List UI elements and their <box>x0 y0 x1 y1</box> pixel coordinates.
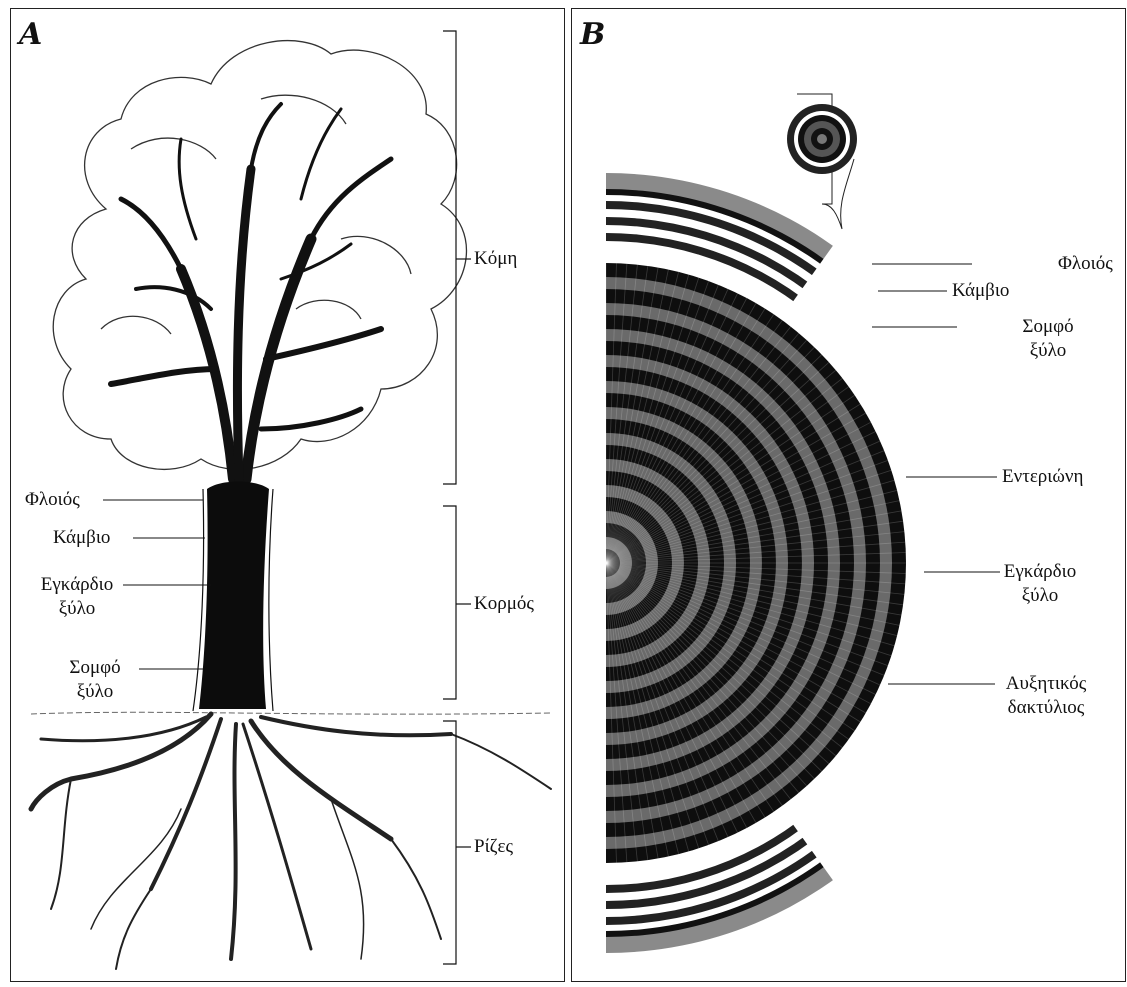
label-a-heartwood-1: Εγκάρδιο <box>31 573 123 597</box>
label-crown: Κόμη <box>474 247 517 271</box>
tree-branches <box>111 104 391 479</box>
label-b-heartwood-1: Εγκάρδιο <box>990 560 1090 584</box>
label-a-sapwood-2: ξύλο <box>51 680 139 704</box>
label-a-cambium: Κάμβιο <box>53 526 110 550</box>
tree-roots <box>31 714 551 969</box>
panel-a-tree: A Κόμη Κορμός Ρίζες Φλοιός Κάμβιο Εγκάρδ… <box>10 8 565 982</box>
tree-trunk <box>199 482 269 710</box>
label-b-growth-ring-1: Αυξητικός <box>987 672 1105 696</box>
label-b-heartwood-2: ξύλο <box>990 584 1090 608</box>
ground-line <box>31 712 551 714</box>
label-b-sapwood-2: ξύλο <box>1008 339 1088 363</box>
panel-b-letter: B <box>580 17 605 52</box>
panel-a-letter: A <box>19 17 42 52</box>
label-b-cambium: Κάμβιο <box>952 279 1009 303</box>
growth-rings <box>606 173 1001 953</box>
label-roots: Ρίζες <box>474 835 513 859</box>
label-a-heartwood-2: ξύλο <box>31 597 123 621</box>
cross-section-illustration <box>572 9 1125 981</box>
label-b-pith: Εντεριώνη <box>1002 465 1083 489</box>
brackets <box>443 31 471 964</box>
inset-disc <box>787 94 857 229</box>
panel-b-cross-section: B Φλοιός Κάμβιο Σομφό ξύλο Εντεριώνη Εγκ… <box>571 8 1126 982</box>
label-a-sapwood-1: Σομφό <box>51 656 139 680</box>
label-trunk: Κορμός <box>474 592 534 616</box>
label-b-sapwood-1: Σομφό <box>1008 315 1088 339</box>
label-b-growth-ring-2: δακτύλιος <box>987 696 1105 720</box>
label-b-bark: Φλοιός <box>1058 252 1113 276</box>
label-a-bark: Φλοιός <box>25 488 80 512</box>
